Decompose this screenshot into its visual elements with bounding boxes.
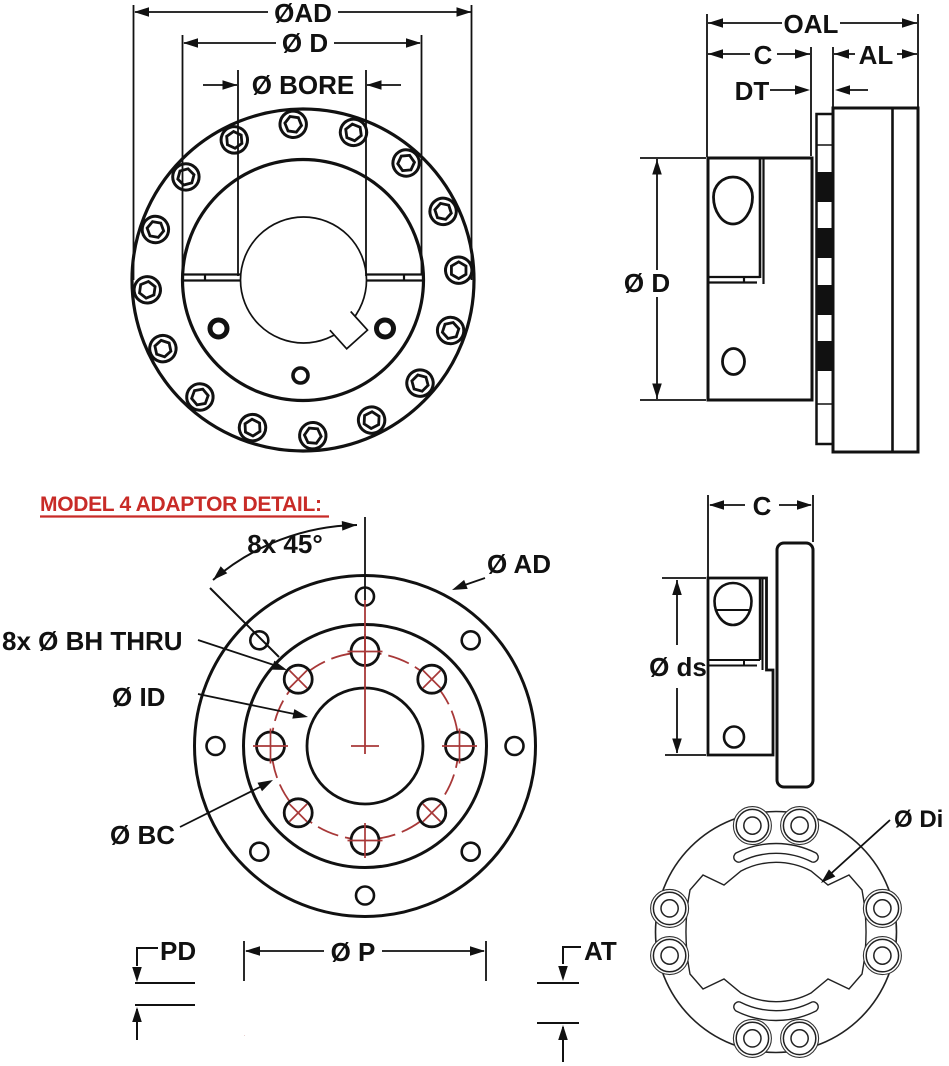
angle-arc (212, 524, 358, 581)
pd-annotation (136, 947, 158, 1040)
at-annotation (537, 946, 581, 1062)
disc-outer-circle (654, 810, 898, 1054)
adaptor-title: MODEL 4 ADAPTOR DETAIL: (40, 493, 329, 518)
dim-label-d: Ø D (282, 28, 328, 58)
flange-outer-circle (130, 107, 476, 453)
dim-label-id: Ø ID (112, 682, 165, 712)
hub-split (708, 275, 760, 284)
dim-label-adaptor-ad: Ø AD (487, 549, 551, 579)
dim-label-c2: C (753, 491, 772, 521)
dim-label-p: Ø P (331, 937, 376, 967)
angle-ray (209, 587, 280, 658)
disc-slot-top (733, 842, 819, 863)
side-dim-lines (640, 14, 919, 401)
clamp-screw-slot (712, 175, 754, 226)
clamp-screw-left (207, 317, 230, 340)
leader-lines (179, 577, 486, 828)
disc-slot-bottom (733, 1001, 819, 1022)
adaptor-screw-slot (713, 581, 753, 627)
dim-label-bore: Ø BORE (252, 70, 355, 100)
disc-inner-edge (685, 861, 867, 1003)
adaptor-section-view: PD Ø P AT (132, 936, 617, 1062)
adaptor-side-view: C Ø ds (649, 491, 815, 789)
small-hole (291, 366, 310, 385)
dim-label-ds: Ø ds (649, 652, 707, 682)
dim-label-at: AT (584, 936, 617, 966)
di-leader (824, 819, 891, 880)
adaptor-plate (831, 106, 920, 454)
dim-label-al: AL (859, 40, 894, 70)
keyway (329, 310, 369, 350)
hub-hole (721, 347, 746, 376)
disc-pack-view: Ø Di (649, 805, 943, 1059)
dim-label-bh: 8x Ø BH THRU (2, 626, 183, 656)
adaptor-hub-split (708, 659, 760, 667)
adaptor-outer-holes (205, 586, 525, 906)
dim-label-angle: 8x 45° (247, 529, 322, 559)
dim-label-dt: DT (735, 76, 770, 106)
adaptor-hub-hole (722, 725, 746, 749)
section-title: MODEL 4 ADAPTOR DETAIL: (40, 493, 322, 516)
disc-pack-strip (815, 112, 835, 446)
dim-label-di: Ø Di (894, 806, 943, 833)
dim-label-bc: Ø BC (110, 820, 175, 850)
clamp-split-lines (182, 273, 422, 282)
flange-front-view: ØAD Ø D Ø BORE (127, 0, 479, 453)
adaptor-front-view: 8x 45° 8x Ø BH THRU Ø ID Ø BC Ø AD (2, 517, 551, 918)
dim-label-side-d: Ø D (624, 268, 670, 298)
adaptor-plate-side (775, 541, 815, 789)
coupling-side-view: OAL C AL DT Ø D (624, 9, 920, 454)
dim-label-ad: ØAD (274, 0, 332, 28)
clamp-screw-right (374, 317, 396, 340)
dim-label-pd: PD (160, 936, 196, 966)
dim-label-c: C (754, 40, 773, 70)
front-dim-lines (132, 5, 473, 280)
dim-label-oal: OAL (784, 9, 839, 39)
